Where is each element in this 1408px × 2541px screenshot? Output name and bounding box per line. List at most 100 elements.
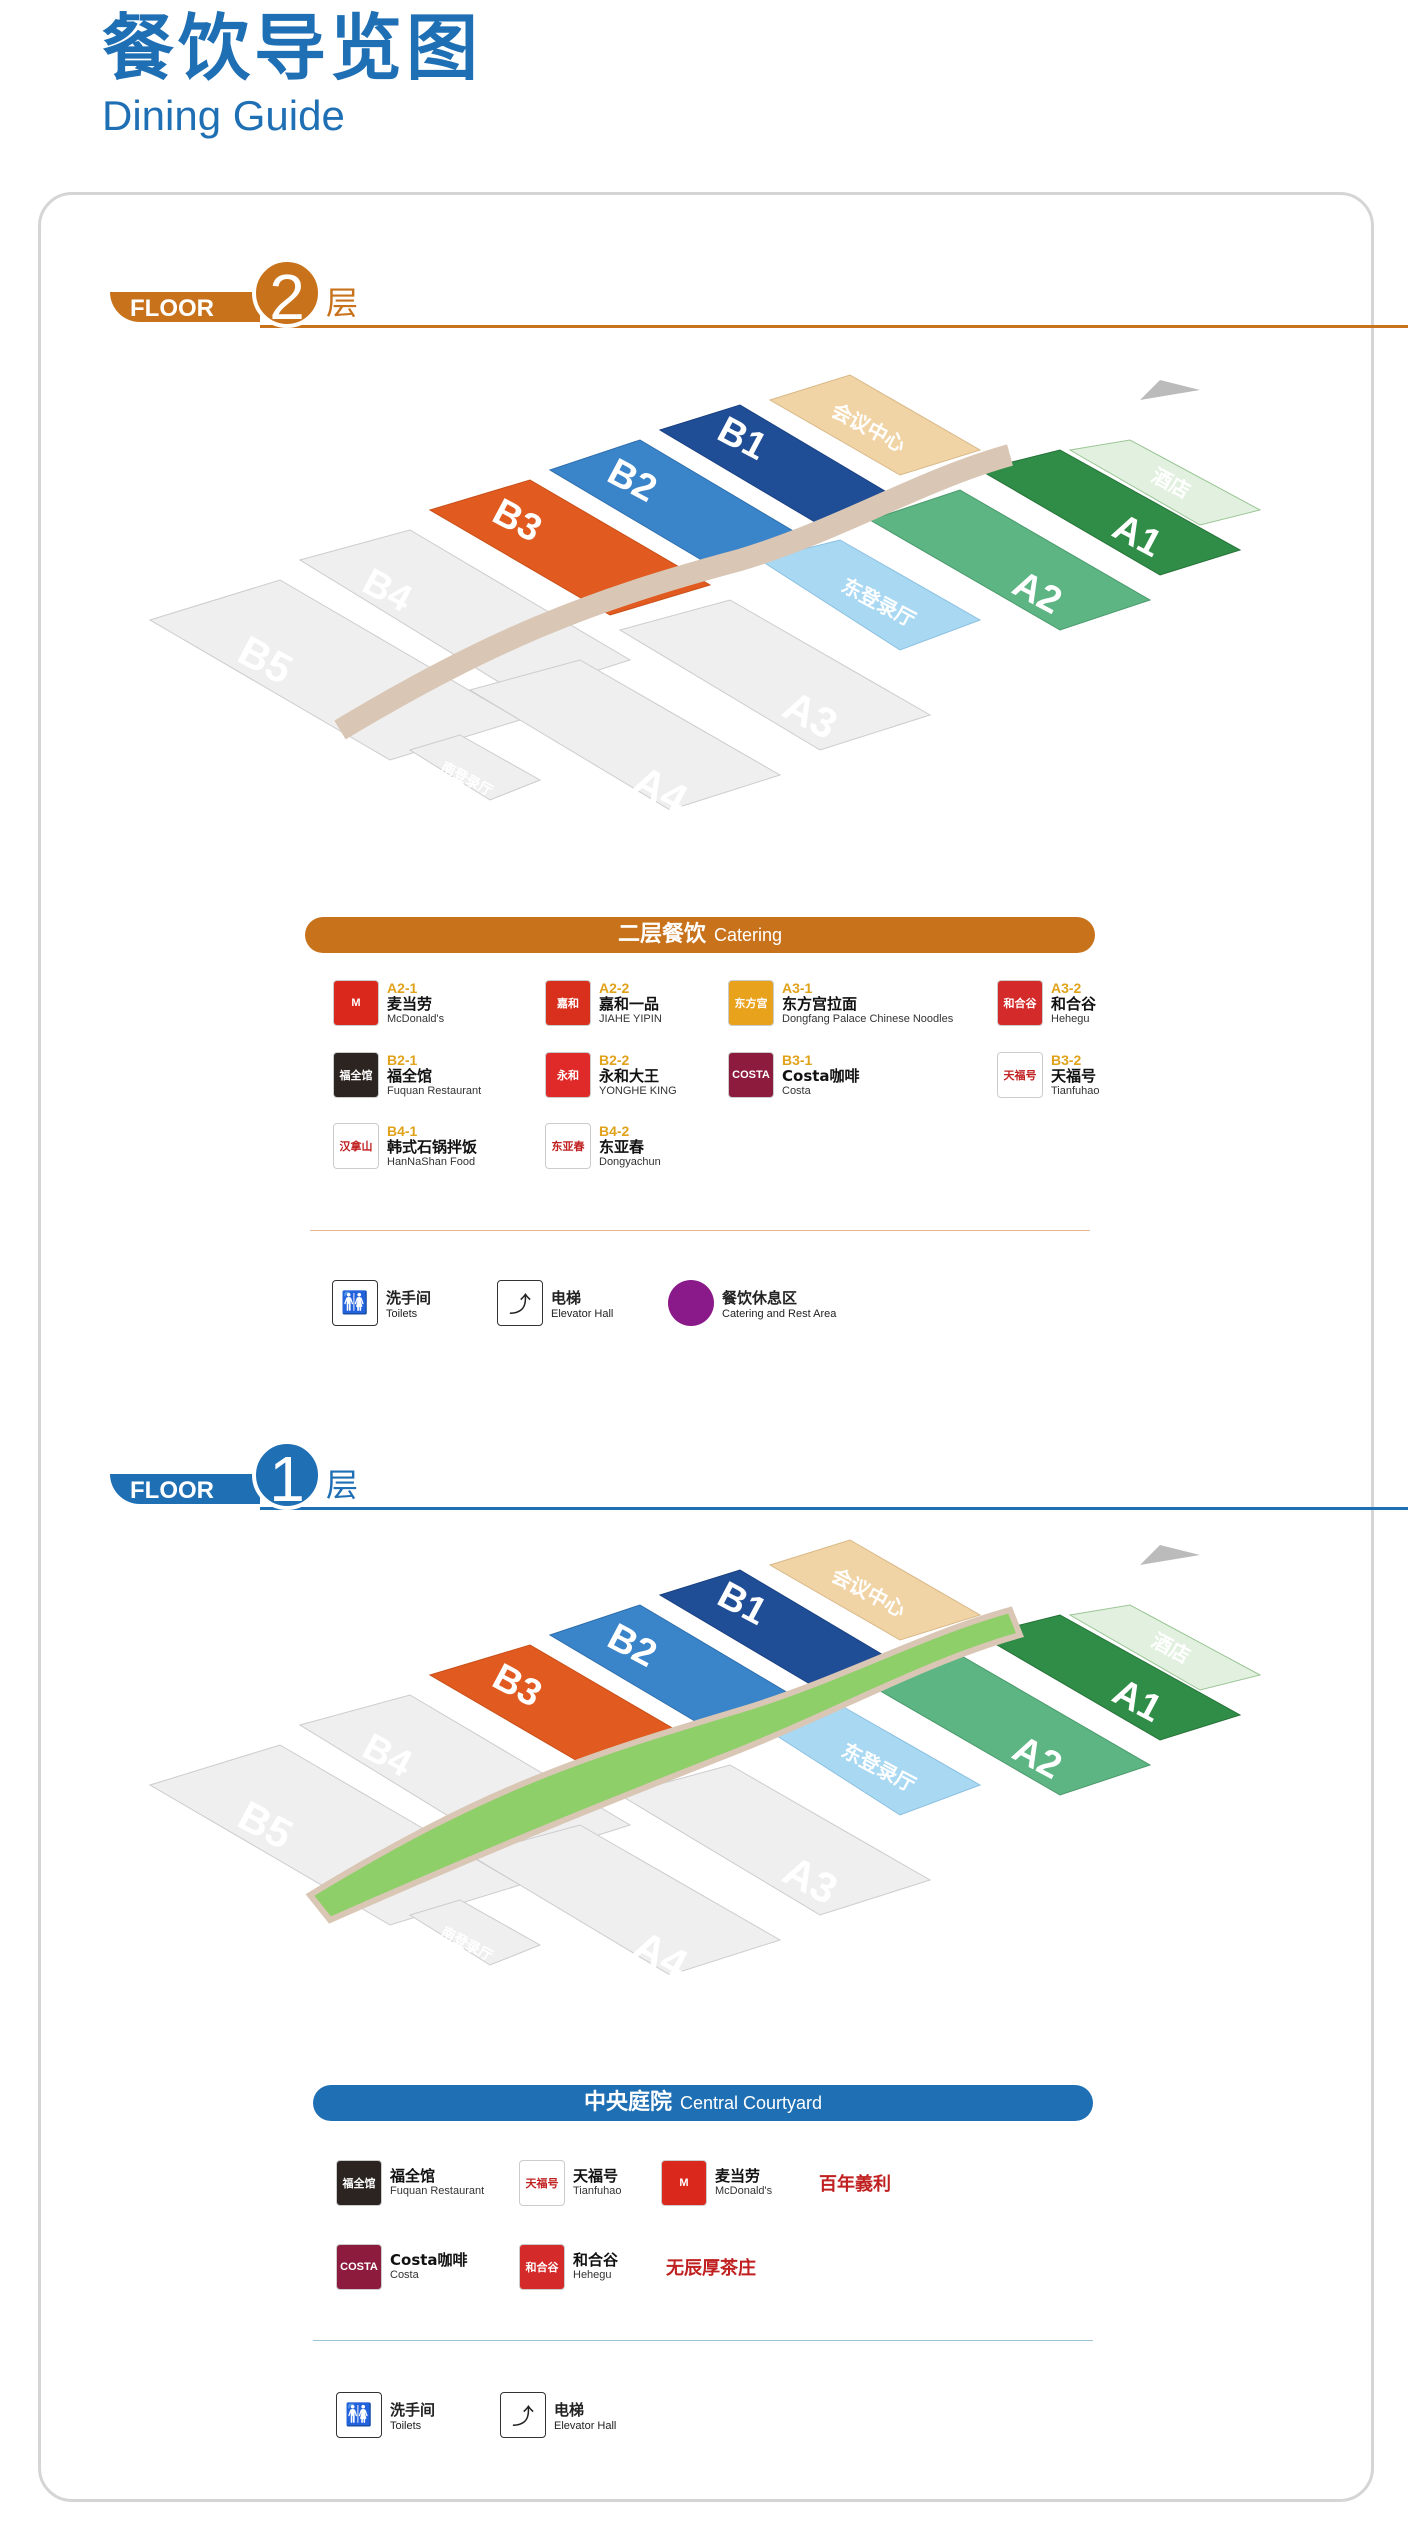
floor1-venue-en: Tianfuhao bbox=[573, 2185, 622, 2198]
floor2-venue-code: A3-1 bbox=[782, 980, 813, 996]
floor-1-pill: FLOOR bbox=[110, 1474, 260, 1504]
legend-elevator-f1-en: Elevator Hall bbox=[554, 2419, 617, 2432]
legend-toilets-zh: 洗手间 bbox=[386, 1288, 432, 1307]
floor2-venue-code: A2-2 bbox=[599, 980, 630, 996]
floor2-venue-zh: 麦当劳 bbox=[387, 995, 433, 1014]
floor2-venue-logo: 天福号 bbox=[997, 1052, 1043, 1098]
floor2-venue-logo: 汉拿山 bbox=[333, 1123, 379, 1169]
floor2-venue-logo: 嘉和 bbox=[545, 980, 591, 1026]
floor1-venue-logo: 福全馆 bbox=[336, 2160, 382, 2206]
floor2-venue-zh: Costa咖啡 bbox=[782, 1067, 860, 1086]
floor1-venue-zh: 麦当劳 bbox=[715, 2167, 761, 2186]
floor1-venue-logo: 和合谷 bbox=[519, 2244, 565, 2290]
floor2-venue-zh: 东方宫拉面 bbox=[782, 995, 858, 1014]
legend-toilets-f1-en: Toilets bbox=[390, 2419, 422, 2432]
floor2-venue-code: B2-1 bbox=[387, 1052, 418, 1068]
floor2-venue-en: HanNaShan Food bbox=[387, 1156, 476, 1169]
floor2-venue-logo: M bbox=[333, 980, 379, 1026]
floor-1-char: 层 bbox=[326, 1466, 359, 1504]
floor2-venue-zh: 永和大王 bbox=[599, 1067, 660, 1086]
floor2-venue-en: Hehegu bbox=[1051, 1013, 1090, 1026]
legend-elevator-f1-zh: 电梯 bbox=[554, 2400, 585, 2419]
page-title: 餐饮导览图 bbox=[102, 6, 483, 90]
floor2-venue-en: YONGHE KING bbox=[599, 1085, 677, 1098]
floor2-venue-zh: 东亚春 bbox=[599, 1138, 645, 1157]
floor-2-header: FLOOR 2 层 bbox=[110, 248, 1408, 332]
floor2-venue-code: B3-1 bbox=[782, 1052, 813, 1068]
floor-1-rule bbox=[260, 1507, 1408, 1510]
floor2-venue-en: Tianfuhao bbox=[1051, 1085, 1100, 1098]
floor2-venue-logo: 永和 bbox=[545, 1052, 591, 1098]
floor-2-divider bbox=[310, 1230, 1090, 1231]
airplane-icon bbox=[1140, 1545, 1200, 1565]
floor1-venue-zh: 福全馆 bbox=[390, 2167, 436, 2186]
guide-frame bbox=[38, 192, 1374, 2502]
floor-1-divider bbox=[313, 2340, 1093, 2341]
rest-area-dot bbox=[668, 1280, 714, 1326]
floor2-venue-zh: 和合谷 bbox=[1051, 995, 1097, 1014]
floor2-venue-en: Dongyachun bbox=[599, 1156, 661, 1169]
floor2-venue-code: B4-2 bbox=[599, 1123, 630, 1139]
toilet-icon: 🚻 bbox=[332, 1280, 378, 1326]
legend-elevator-en: Elevator Hall bbox=[551, 1307, 614, 1320]
floor-2-section-bar: 二层餐饮 Catering bbox=[305, 917, 1095, 953]
floor-2-map-svg: B5 B4 B3 B2 B1 会议中心 酒店 A1 A2 东登录厅 A3 A4 … bbox=[148, 374, 1262, 823]
floor-2-char: 层 bbox=[326, 284, 359, 322]
page-subtitle: Dining Guide bbox=[102, 92, 345, 139]
floor-1-map: B5 B4 B3 B2 B1 会议中心 酒店 A1 A2 东登录厅 A3 A4 … bbox=[140, 1525, 1280, 2045]
floor1-venue-logo: M bbox=[661, 2160, 707, 2206]
floor-2-section-zh: 二层餐饮 bbox=[617, 922, 706, 947]
floor-2-map: B5 B4 B3 B2 B1 会议中心 酒店 A1 A2 东登录厅 A3 A4 … bbox=[140, 360, 1280, 880]
floor2-venue-en: JIAHE YIPIN bbox=[599, 1013, 662, 1026]
legend-toilets-en: Toilets bbox=[386, 1307, 418, 1320]
floor-1-map-svg: B5 B4 B3 B2 B1 会议中心 酒店 A1 A2 东登录厅 A3 A4 … bbox=[148, 1539, 1262, 1988]
floor2-venue-code: B3-2 bbox=[1051, 1052, 1082, 1068]
floor1-venue-en: McDonald's bbox=[715, 2185, 773, 2198]
floor1-venue-logo: 天福号 bbox=[519, 2160, 565, 2206]
escalator-icon: ⤴ bbox=[500, 2392, 546, 2438]
floor2-venue-zh: 天福号 bbox=[1051, 1067, 1097, 1086]
floor-1-number: 1 bbox=[252, 1440, 322, 1514]
floor2-venue-en: Dongfang Palace Chinese Noodles bbox=[782, 1013, 954, 1026]
legend-toilets-f1-zh: 洗手间 bbox=[390, 2400, 436, 2419]
floor1-venue-logo: 无辰厚茶庄 bbox=[661, 2244, 761, 2290]
floor1-venue-logo: 百年義利 bbox=[805, 2160, 905, 2206]
floor2-venue-en: Fuquan Restaurant bbox=[387, 1085, 482, 1098]
floor2-venue-code: A3-2 bbox=[1051, 980, 1082, 996]
toilet-icon: 🚻 bbox=[336, 2392, 382, 2438]
floor-2-pill: FLOOR bbox=[110, 292, 260, 322]
floor1-venue: 百年義利 bbox=[805, 2160, 913, 2206]
floor1-venue-zh: 和合谷 bbox=[573, 2251, 619, 2270]
floor1-venue-logo: COSTA bbox=[336, 2244, 382, 2290]
floor2-venue-logo: 福全馆 bbox=[333, 1052, 379, 1098]
airplane-icon bbox=[1140, 380, 1200, 400]
legend-elevator-zh: 电梯 bbox=[551, 1288, 582, 1307]
floor2-venue-logo: COSTA bbox=[728, 1052, 774, 1098]
legend-rest-area-en: Catering and Rest Area bbox=[722, 1307, 837, 1320]
floor2-venue-code: A2-1 bbox=[387, 980, 418, 996]
floor2-venue-code: B4-1 bbox=[387, 1123, 418, 1139]
floor2-venue-logo: 和合谷 bbox=[997, 980, 1043, 1026]
escalator-icon: ⤴ bbox=[497, 1280, 543, 1326]
legend-rest-area-zh: 餐饮休息区 bbox=[722, 1288, 798, 1307]
floor-2-section-en: Catering bbox=[713, 925, 783, 945]
floor1-venue-en: Costa bbox=[390, 2269, 419, 2282]
floor2-venue-logo: 东亚春 bbox=[545, 1123, 591, 1169]
